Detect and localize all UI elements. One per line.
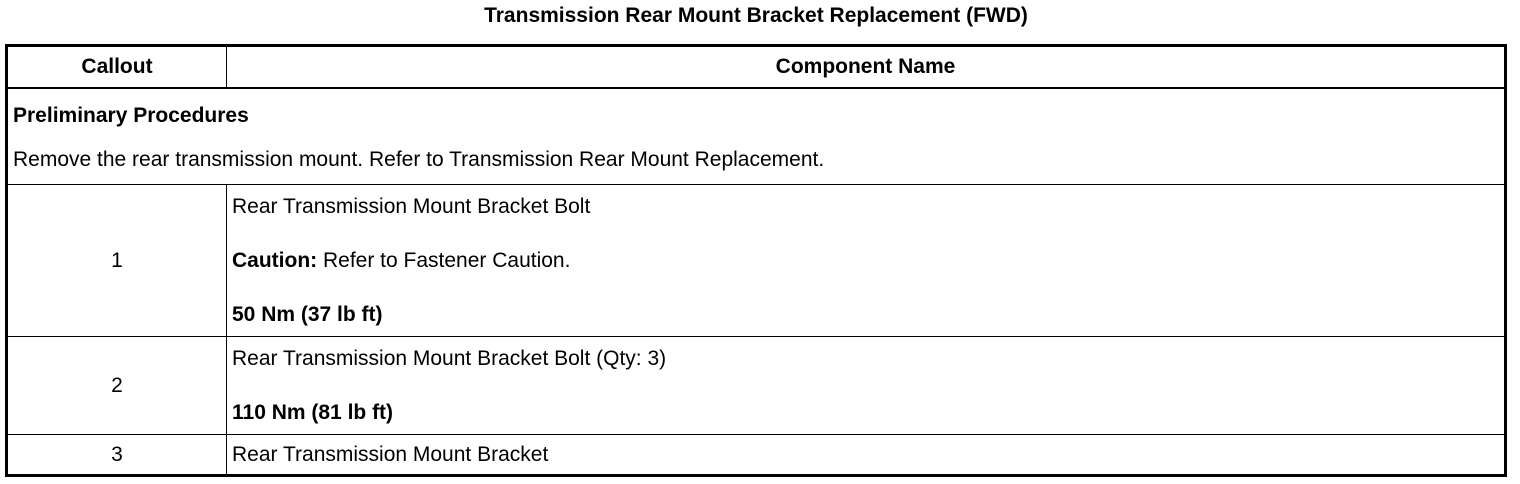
component-name: Rear Transmission Mount Bracket [232,442,549,466]
component-name-column-header: Component Name [226,45,1506,89]
callout-column-header: Callout [6,45,227,89]
component-cell: Rear Transmission Mount Bracket Bolt (Qt… [226,336,1506,435]
table-row: 1 Rear Transmission Mount Bracket Bolt C… [6,184,1506,337]
component-name: Rear Transmission Mount Bracket Bolt (Qt… [232,346,667,370]
preliminary-procedures-heading: Preliminary Procedures [13,103,249,127]
torque-spec: 110 Nm (81 lb ft) [232,400,394,424]
caution-text: Refer to Fastener Caution. [317,248,571,272]
callout-number: 1 [6,184,227,337]
preliminary-procedures-cell: Preliminary Procedures Remove the rear t… [6,87,1506,185]
preliminary-procedures-row: Preliminary Procedures Remove the rear t… [6,87,1506,185]
document-title: Transmission Rear Mount Bracket Replacem… [484,4,1028,27]
component-cell: Rear Transmission Mount Bracket Bolt Cau… [226,184,1506,337]
table-header-row: Callout Component Name [6,45,1506,89]
callout-number: 2 [6,336,227,435]
torque-spec: 50 Nm (37 lb ft) [232,302,383,326]
callout-number: 3 [6,434,227,476]
caution-note: Caution: Refer to Fastener Caution. [232,248,1499,274]
table-row: 3 Rear Transmission Mount Bracket [6,434,1506,476]
table-row: 2 Rear Transmission Mount Bracket Bolt (… [6,336,1506,435]
preliminary-procedures-text: Remove the rear transmission mount. Refe… [13,147,825,171]
caution-label: Caution: [232,248,318,272]
component-table: Callout Component Name Preliminary Proce… [5,44,1507,477]
component-cell: Rear Transmission Mount Bracket [226,434,1506,476]
component-name: Rear Transmission Mount Bracket Bolt [232,194,591,218]
